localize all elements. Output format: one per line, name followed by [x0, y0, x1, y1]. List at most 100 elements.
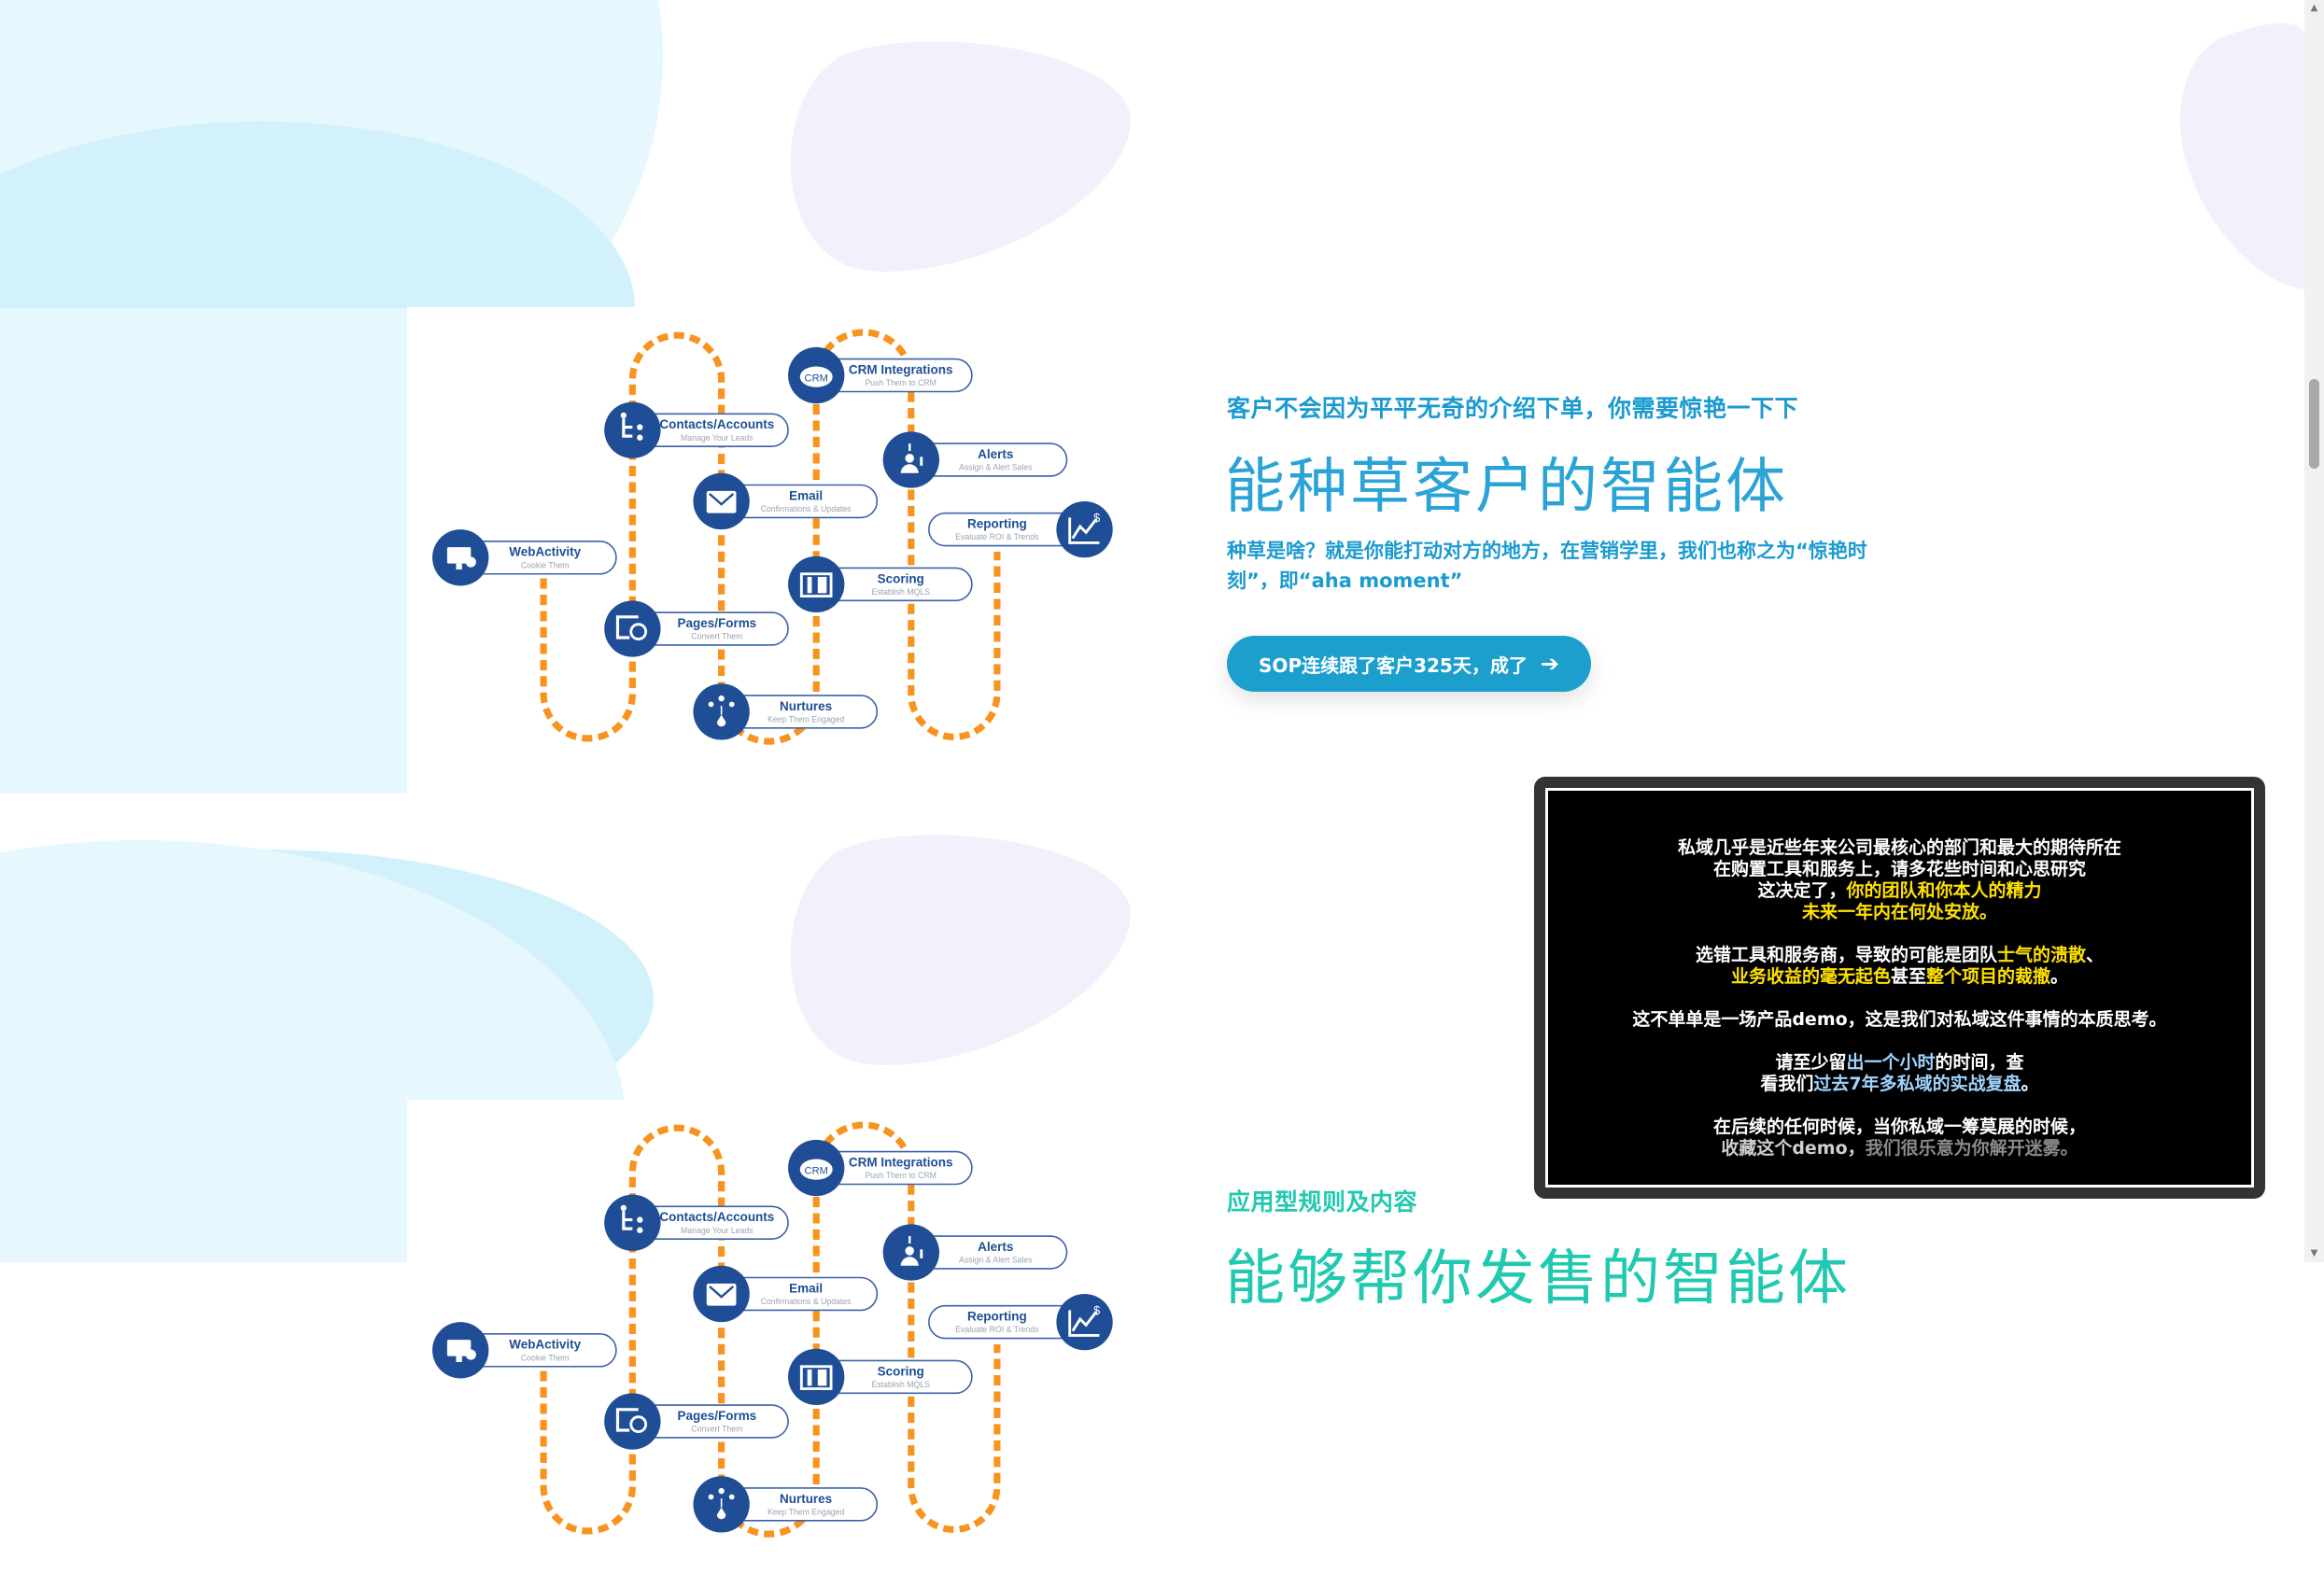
- page-refresh-icon: [615, 615, 648, 641]
- sop-cta-button[interactable]: SOP连续跟了客户325天，成了 ➔: [1227, 636, 1591, 692]
- video-caption-line: 收藏这个demo，我们很乐意为你解开迷雾。: [1721, 1138, 2078, 1159]
- section-description: 种草是啥？就是你能打动对方的地方，在营销学里，我们也称之为“惊艳时刻”，即“ah…: [1227, 540, 1867, 592]
- page-scrollbar[interactable]: ▲ ▼: [2304, 0, 2324, 1262]
- caption-segment: 看我们: [1760, 1074, 1814, 1094]
- scroll-down-arrow-icon[interactable]: ▼: [2310, 1248, 2318, 1258]
- svg-text:CRM: CRM: [805, 372, 828, 384]
- node-title: WebActivity: [509, 545, 581, 559]
- node-subtitle: Manage Your Leads: [681, 1226, 754, 1235]
- crm-cloud-icon: CRM: [799, 1159, 833, 1180]
- node-subtitle: Manage Your Leads: [681, 433, 754, 443]
- caption-segment: 业务收益的毫无起色: [1730, 966, 1891, 987]
- node-circle: [604, 1194, 661, 1251]
- caption-segment: 过去7年多私域的实战复盘: [1813, 1074, 2021, 1094]
- cta-label: SOP连续跟了客户325天，成了: [1259, 653, 1528, 677]
- node-subtitle: Convert Them: [691, 1425, 742, 1434]
- caption-segment: 未来一年内在何处安放。: [1801, 902, 1997, 922]
- video-caption-line: 在购置工具和服务上，请多花些时间和心思研究: [1713, 859, 2086, 880]
- user-alert-icon: [900, 443, 923, 473]
- node-title: Reporting: [967, 517, 1027, 531]
- envelope-icon: [706, 1283, 737, 1306]
- caption-segment: 我们很乐意为你解开迷雾。: [1865, 1138, 2078, 1159]
- caption-segment: 、: [2086, 945, 2105, 965]
- bg-blob: [790, 41, 1132, 272]
- bg-blob: [2179, 23, 2305, 289]
- caption-segment: 甚至: [1890, 966, 1926, 987]
- caption-segment: 。: [2021, 1074, 2039, 1094]
- caption-segment: 在购置工具和服务上，请多花些时间和心思研究: [1712, 859, 2086, 879]
- workflow-path: [540, 329, 1001, 745]
- node-title: Alerts: [978, 447, 1013, 461]
- node-title: Scoring: [878, 1364, 924, 1378]
- node-subtitle: Keep Them Engaged: [768, 1508, 844, 1517]
- video-caption-line: 看我们过去7年多私域的实战复盘。: [1760, 1074, 2038, 1095]
- arrow-right-icon: ➔: [1540, 651, 1559, 677]
- bg-blob: [790, 835, 1132, 1065]
- node-subtitle: Evaluate ROI & Trends: [955, 1325, 1039, 1334]
- monitor-cookie-icon: [446, 547, 476, 569]
- node-title: Pages/Forms: [678, 616, 757, 630]
- caption-segment: 你的团队和你本人的精力: [1846, 880, 2042, 901]
- video-caption-line: 未来一年内在何处安放。: [1802, 902, 1997, 923]
- background-decoration: [0, 0, 2305, 1262]
- scroll-up-arrow-icon[interactable]: ▲: [2310, 3, 2318, 13]
- video-player[interactable]: 私域几乎是近些年来公司最核心的部门和最大的期待所在在购置工具和服务上，请多花些时…: [1534, 777, 2265, 1199]
- node-subtitle: Keep Them Engaged: [768, 715, 844, 724]
- video-frame[interactable]: 私域几乎是近些年来公司最核心的部门和最大的期待所在在购置工具和服务上，请多花些时…: [1545, 788, 2254, 1188]
- chart-dollar-icon: $: [1068, 512, 1100, 544]
- video-caption-line: 这决定了，你的团队和你本人的精力: [1757, 880, 2041, 902]
- workflow-path: [540, 1121, 1001, 1538]
- caption-segment: 整个项目的裁撤: [1926, 966, 2051, 987]
- video-caption-line: 业务收益的毫无起色甚至整个项目的裁撤。: [1731, 966, 2068, 988]
- video-caption-line: 这不单单是一场产品demo，这是我们对私域这件事情的本质思考。: [1632, 1009, 2166, 1031]
- node-subtitle: Confirmations & Updates: [761, 504, 852, 513]
- section2-heading: 能够帮你发售的智能体: [1225, 1244, 1851, 1314]
- svg-text:CRM: CRM: [805, 1165, 828, 1176]
- node-title: Alerts: [978, 1240, 1013, 1254]
- node-subtitle: Cookie Them: [521, 560, 570, 569]
- video-caption-line: 请至少留出一个小时的时间，查: [1775, 1052, 2023, 1074]
- node-subtitle: Convert Them: [691, 632, 742, 641]
- scoreboard-icon: [799, 572, 833, 597]
- caption-segment: 的时间，查: [1935, 1052, 2024, 1073]
- node-subtitle: Cookie Them: [521, 1353, 570, 1362]
- node-circle: [788, 1348, 845, 1406]
- section2-subtitle: 应用型规则及内容: [1227, 1188, 1418, 1216]
- node-title: Scoring: [878, 571, 924, 585]
- node-title: Pages/Forms: [678, 1409, 757, 1423]
- node-title: Email: [789, 1281, 823, 1295]
- org-chart-icon: [620, 1204, 643, 1233]
- caption-segment: 请至少留: [1775, 1052, 1847, 1073]
- node-title: Contacts/Accounts: [659, 417, 774, 431]
- caption-segment: 。: [2050, 966, 2069, 987]
- video-caption-line: 选错工具和服务商，导致的可能是团队士气的溃散、: [1696, 945, 2104, 966]
- node-title: Reporting: [967, 1310, 1027, 1324]
- node-subtitle: Push Them to CRM: [865, 1171, 936, 1180]
- org-chart-icon: [620, 412, 643, 441]
- scrollbar-thumb[interactable]: [2309, 379, 2319, 469]
- caption-segment: 选错工具和服务商，导致的可能是团队: [1695, 945, 1997, 965]
- caption-segment: 在后续的任何时候，当你私域一筹莫展的时候，: [1712, 1117, 2086, 1137]
- video-caption-line: 私域几乎是近些年来公司最核心的部门和最大的期待所在: [1678, 837, 2121, 859]
- node-title: Email: [789, 488, 823, 502]
- svg-text:$: $: [1093, 1304, 1100, 1317]
- caption-segment: 私域几乎是近些年来公司最核心的部门和最大的期待所在: [1677, 837, 2121, 858]
- section-heading: 能种草客户的智能体: [1225, 453, 1788, 522]
